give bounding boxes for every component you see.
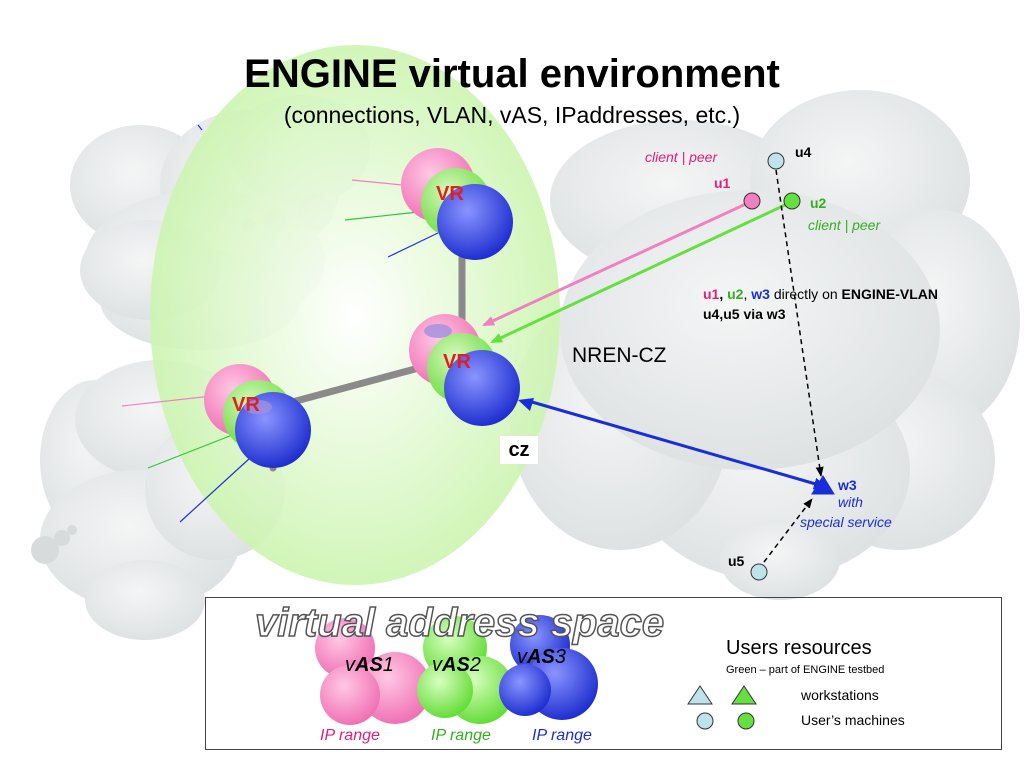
page-title: ENGINE virtual environment xyxy=(244,52,780,96)
users-machines-label: User’s machines xyxy=(801,712,905,728)
u1-label: u1 xyxy=(714,175,731,191)
engine-vlan-note: u1, u2, w3 directly on ENGINE-VLAN xyxy=(703,287,938,301)
access-lines xyxy=(121,124,441,523)
node-u4[interactable] xyxy=(767,152,785,170)
note-via-w3: u4,u5 via w3 xyxy=(703,306,786,322)
router-top-label: VR xyxy=(436,183,464,205)
router-left xyxy=(204,364,311,468)
note-comma: , xyxy=(743,286,748,302)
dashed-u4-w3 xyxy=(775,169,824,477)
ip-range-label-2: IP range xyxy=(431,727,491,744)
w3-label: w3 xyxy=(838,477,857,493)
u4-label: u4 xyxy=(795,144,812,160)
legend-vas1-circles xyxy=(315,618,431,725)
arrow-u2-to-router xyxy=(490,203,786,344)
w3-with-label: with xyxy=(838,494,863,510)
note-directly-on: directly on xyxy=(773,286,838,302)
ip-range-label-3: IP range xyxy=(532,727,592,744)
u2-label: u2 xyxy=(810,195,827,211)
arrowhead-router-side xyxy=(518,398,534,411)
vas-prefix: v xyxy=(517,646,527,668)
legend-workstation-icon-gray xyxy=(687,685,713,705)
vas-as: AS xyxy=(527,646,555,668)
note-u2: u2 xyxy=(727,286,744,302)
legend-panel xyxy=(205,597,1002,750)
page-subtitle: (connections, VLAN, vAS, IPaddresses, et… xyxy=(283,102,741,128)
vas-prefix: v xyxy=(432,654,442,676)
w3-service-label: special service xyxy=(800,514,892,530)
router-left-label: VR xyxy=(232,394,260,416)
router-center-label: VR xyxy=(443,351,471,373)
nren-label: NREN-CZ xyxy=(572,344,667,367)
vas-as: AS xyxy=(355,654,383,676)
note-w3: w3 xyxy=(751,286,770,302)
router-center xyxy=(409,314,520,426)
cloud-nren xyxy=(510,90,1020,600)
vas-prefix: v xyxy=(345,654,355,676)
node-u5[interactable] xyxy=(750,563,768,581)
ip-range-label-1: IP range xyxy=(320,727,380,744)
note-comma: , xyxy=(719,286,724,302)
u5-label: u5 xyxy=(728,553,745,569)
legend-machine-icon-green xyxy=(737,712,755,730)
vas-as: AS xyxy=(442,654,470,676)
node-w3[interactable] xyxy=(811,475,835,495)
users-resources-heading: Users resources xyxy=(726,637,872,659)
vas2-label: vAS2 xyxy=(432,655,481,675)
legend-vas3-circles xyxy=(499,615,598,720)
legend-workstation-icon-green xyxy=(731,685,757,705)
client-peer-label-1: client | peer xyxy=(645,149,718,165)
note-u1: u1 xyxy=(703,286,720,302)
vas-num: 2 xyxy=(469,654,481,676)
note-vlan: ENGINE-VLAN xyxy=(841,286,938,302)
node-u1[interactable] xyxy=(743,192,761,210)
router-top xyxy=(401,148,513,260)
arrow-u1-to-router xyxy=(482,201,749,327)
arrow-router-w3 xyxy=(531,400,828,490)
legend-machine-icon-gray xyxy=(696,712,714,730)
green-note: Green – part of ENGINE testbed xyxy=(726,664,885,676)
vas-num: 3 xyxy=(554,646,566,668)
legend-vas2-circles xyxy=(417,616,514,724)
vas-num: 1 xyxy=(382,654,394,676)
vas3-label: vAS3 xyxy=(517,647,566,667)
workstations-label: workstations xyxy=(801,687,879,703)
client-peer-label-2: client | peer xyxy=(808,217,881,233)
cz-label: cz xyxy=(500,436,538,464)
dashed-u5-w3 xyxy=(763,498,813,563)
vas1-label: vAS1 xyxy=(345,655,394,675)
vas-title: virtual address space xyxy=(254,601,665,645)
node-u2[interactable] xyxy=(783,192,801,210)
